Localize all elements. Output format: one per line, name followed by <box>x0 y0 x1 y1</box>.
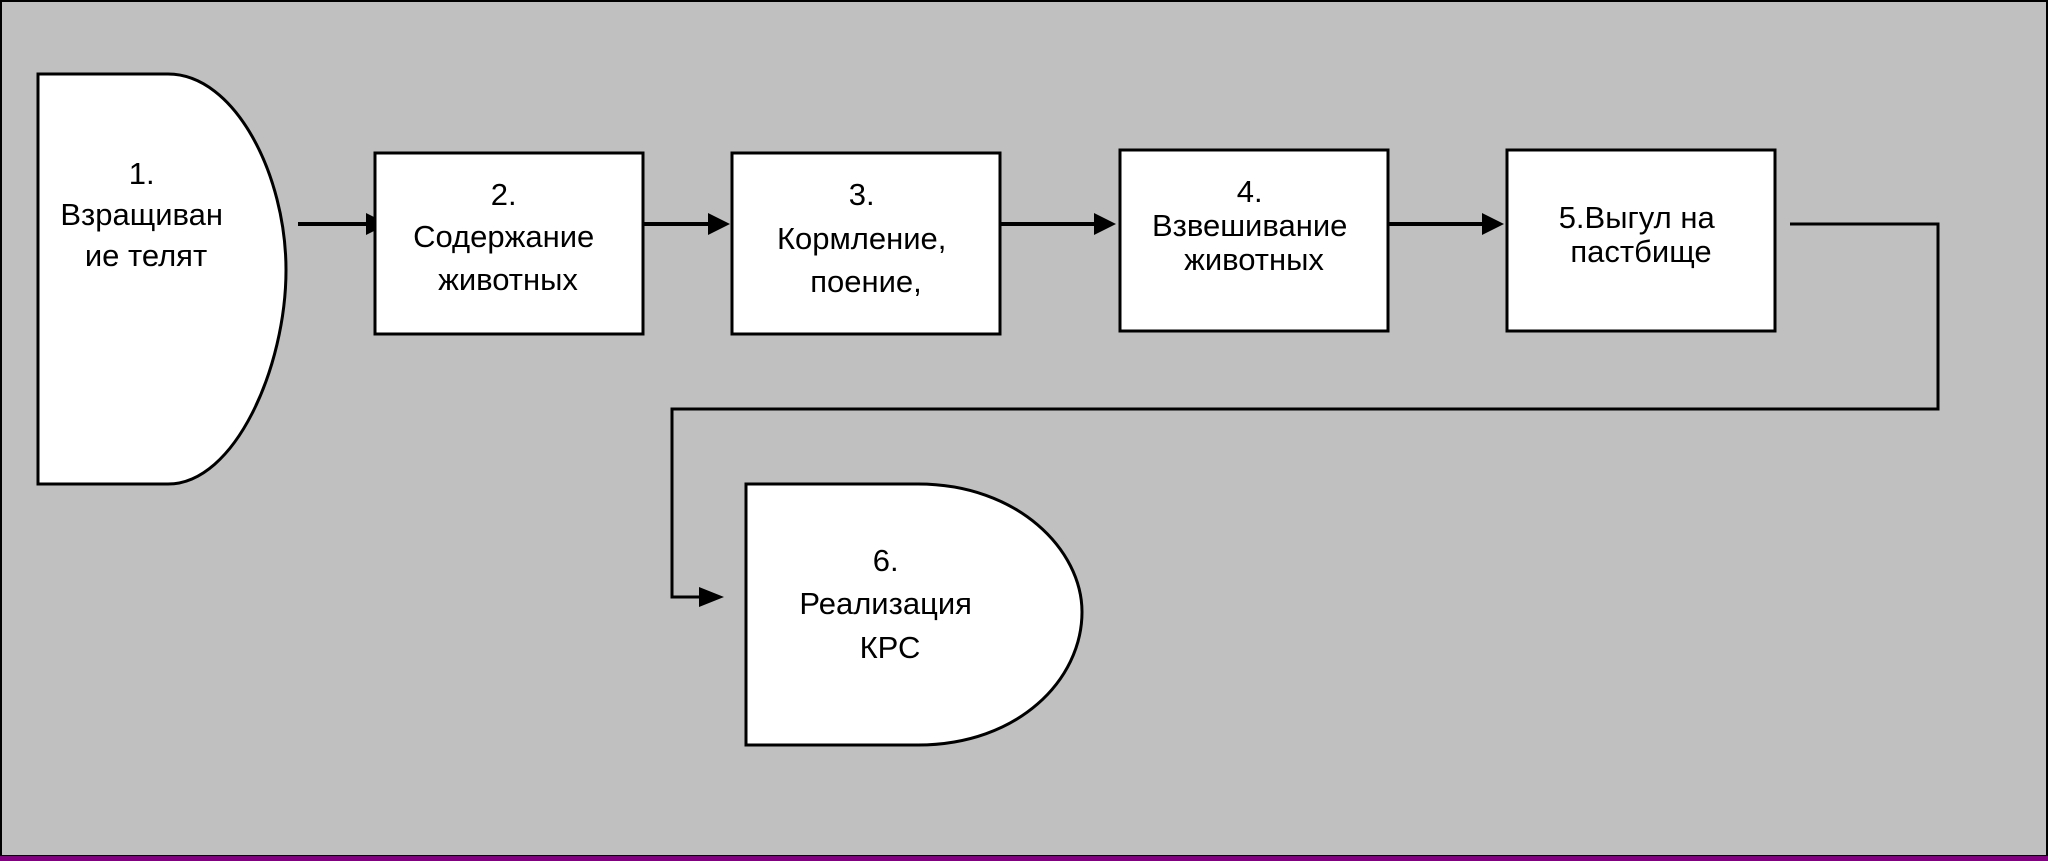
node-2-line-2: Содержание <box>413 219 594 254</box>
arrowhead-5-6 <box>699 587 724 607</box>
arrowhead-3-4 <box>1094 213 1116 235</box>
node-4-line-1: 4. <box>1237 174 1263 209</box>
node-5-line-2: пастбище <box>1570 234 1711 269</box>
node-3-line-3: поение, <box>810 264 922 299</box>
node-3-line-1: 3. <box>849 177 875 212</box>
node-2-label: 2. Содержание животных <box>413 177 603 297</box>
node-5-line-1: 5.Выгул на <box>1559 200 1716 235</box>
node-3-shape <box>730 151 1002 336</box>
node-3-label: 3. Кормление, поение, <box>777 177 955 299</box>
node-4-line-3: животных <box>1184 242 1324 277</box>
node-4-shape <box>1118 148 1390 333</box>
node-2-shape <box>373 151 645 336</box>
node-5-label: 5.Выгул на пастбище <box>1559 200 1724 269</box>
node-6-line-1: 6. <box>873 543 899 578</box>
node-6-line-2: Реализация <box>799 586 972 621</box>
node-2-line-3: животных <box>438 262 578 297</box>
node-4-label: 4. Взвешивание животных <box>1152 174 1356 277</box>
node-6-shape <box>744 482 1084 747</box>
edge-5-6 <box>670 222 1940 599</box>
arrowhead-2-3 <box>708 213 730 235</box>
node-1-label: 1. Взращиван ие телят <box>60 156 231 273</box>
node-4-line-2: Взвешивание <box>1152 208 1347 243</box>
bottom-border-line <box>0 856 2048 861</box>
node-1-line-1: 1. <box>129 156 155 191</box>
node-3-line-2: Кормление, <box>777 221 946 256</box>
node-6-label: 6. Реализация КРС <box>799 543 980 665</box>
node-6-line-3: КРС <box>860 630 921 665</box>
node-5-shape <box>1505 148 1777 333</box>
node-2-line-1: 2. <box>491 177 517 212</box>
arrowhead-4-5 <box>1482 213 1504 235</box>
node-1-line-2: Взращиван <box>60 197 223 232</box>
node-1-line-3: ие телят <box>85 238 207 273</box>
node-1-shape <box>36 72 288 486</box>
